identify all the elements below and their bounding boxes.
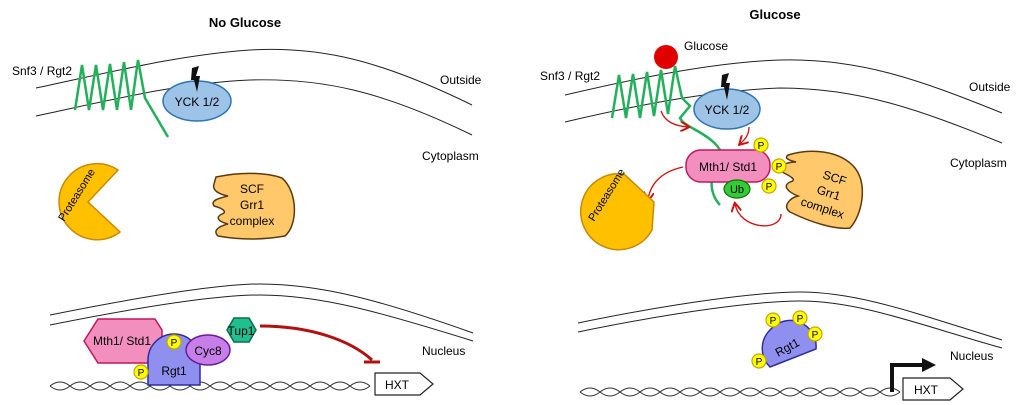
snf3-rgt2-receptor	[73, 59, 170, 138]
scf-line-3: complex	[230, 214, 275, 228]
phospho-site	[166, 334, 182, 350]
transcription-start-arrow	[890, 363, 925, 392]
nuclear-membrane-inner	[49, 294, 474, 342]
ubiquitin	[723, 179, 751, 199]
phospho-site	[751, 353, 767, 369]
dna-helix	[49, 381, 371, 391]
rgt1-label: Rgt1	[161, 364, 187, 378]
glucose-label: Glucose	[684, 39, 728, 53]
scf-line-1: SCF	[240, 182, 264, 196]
outside-label: Outside	[440, 73, 482, 87]
cyc8	[185, 334, 231, 366]
degradation-arrow	[648, 166, 684, 200]
phospho-label: P	[138, 368, 145, 379]
lipid-anchor-icon	[191, 66, 200, 92]
scf-line-2: Grr1	[240, 198, 264, 212]
hxt-label: HXT	[385, 378, 410, 392]
mth1-label: Mth1/ Std1	[699, 160, 757, 174]
lipid-anchor-icon	[721, 73, 730, 100]
activation-arrow	[660, 110, 688, 127]
plasma-membrane-inner	[35, 79, 473, 136]
panel-title: Glucose	[749, 7, 800, 22]
snf3-rgt2-receptor	[610, 65, 727, 169]
mth1-label: Mth1/ Std1	[93, 334, 151, 348]
transcription-arrowhead-icon	[922, 358, 936, 372]
plasma-membrane-outer	[564, 59, 1003, 114]
phospho-site	[753, 137, 769, 153]
phospho-site	[792, 310, 808, 326]
hxt-gene	[374, 372, 434, 396]
phospho-label: P	[776, 162, 783, 173]
phospho-site	[133, 364, 149, 380]
phospho-label: P	[171, 338, 178, 349]
receptor-label: Snf3 / Rgt2	[12, 64, 72, 78]
tup1-label: Tup1	[228, 324, 255, 338]
nuclear-membrane-inner	[577, 300, 1003, 349]
nuclear-membrane-outer	[49, 283, 474, 334]
phosphorylation-arrow	[740, 126, 750, 144]
panel-glucose: Glucose Glucose Snf3 / Rgt2 YCK 1/2 Outs…	[540, 7, 1011, 401]
nucleus-label: Nucleus	[950, 349, 993, 363]
panel-title: No Glucose	[209, 15, 281, 30]
phospho-label: P	[758, 141, 765, 152]
phospho-site	[807, 326, 823, 342]
phospho-site	[765, 312, 781, 328]
panel-no-glucose: No Glucose Snf3 / Rgt2 YCK 1/2 Outside C…	[12, 15, 482, 396]
cyc8-label: Cyc8	[194, 344, 222, 358]
glucose-molecule	[654, 45, 678, 69]
nuclear-membrane-outer	[577, 291, 1003, 341]
phospho-site	[761, 178, 777, 194]
scf-grr1-complex	[212, 172, 296, 240]
yck-label: YCK 1/2	[175, 95, 220, 109]
tup1	[226, 317, 257, 343]
proteasome	[579, 172, 655, 251]
phospho-label: P	[770, 316, 777, 327]
scf-grr1-complex	[780, 150, 863, 230]
ub-label: Ub	[730, 184, 744, 196]
repression-arrow	[259, 324, 374, 362]
ubiquitination-arrow	[735, 204, 782, 227]
phospho-site	[771, 158, 787, 174]
outside-label: Outside	[969, 80, 1011, 94]
cytoplasm-label: Cytoplasm	[950, 156, 1007, 170]
cytoplasm-label: Cytoplasm	[422, 149, 479, 163]
receptor-label: Snf3 / Rgt2	[540, 69, 600, 83]
phospho-label: P	[812, 330, 819, 341]
phospho-label: P	[756, 357, 763, 368]
phospho-label: P	[797, 314, 804, 325]
nucleus-label: Nucleus	[422, 344, 465, 358]
hxt-gene	[902, 377, 964, 401]
dna-helix	[579, 387, 901, 397]
hxt-label: HXT	[914, 383, 939, 397]
proteasome	[58, 163, 122, 241]
phospho-label: P	[766, 182, 773, 193]
yck-label: YCK 1/2	[705, 103, 750, 117]
